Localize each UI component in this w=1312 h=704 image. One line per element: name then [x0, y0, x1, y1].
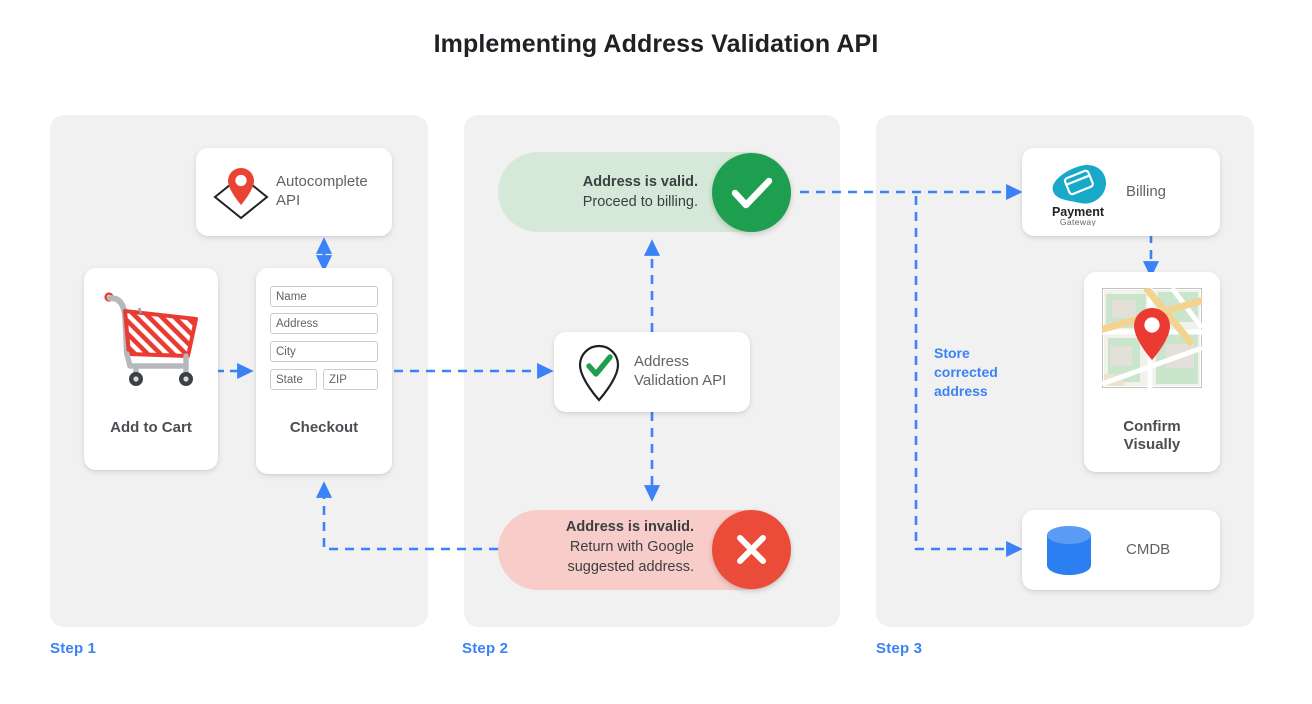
- add-to-cart-label: Add to Cart: [110, 419, 192, 436]
- pin-check-icon: [570, 342, 628, 404]
- address-invalid-text: Address is invalid. Return with Google s…: [488, 517, 694, 577]
- payment-logo-line2: Gateway: [1060, 217, 1097, 226]
- address-validation-api-card[interactable]: Address Validation API: [554, 332, 750, 412]
- city-field[interactable]: City: [270, 341, 378, 362]
- map-pin-diamond-icon: [210, 162, 272, 222]
- address-field[interactable]: Address: [270, 313, 378, 334]
- confirm-visually-label: Confirm Visually: [1123, 418, 1181, 453]
- payment-gateway-icon: Payment Gateway: [1036, 160, 1120, 226]
- billing-label: Billing: [1126, 183, 1167, 200]
- store-corrected-address-annotation: Store corrected address: [934, 345, 998, 399]
- cmdb-label: CMDB: [1126, 541, 1171, 558]
- shopping-cart-icon: [100, 284, 202, 388]
- zip-field[interactable]: ZIP: [323, 369, 378, 390]
- map-thumbnail-icon: [1102, 288, 1202, 388]
- billing-card[interactable]: Payment Gateway Billing: [1022, 148, 1220, 236]
- cmdb-card[interactable]: CMDB: [1022, 510, 1220, 590]
- state-field[interactable]: State: [270, 369, 317, 390]
- add-to-cart-card[interactable]: Add to Cart: [84, 268, 218, 470]
- step-2-label: Step 2: [462, 640, 509, 657]
- address-validation-api-label: Address Validation API: [634, 353, 727, 389]
- address-valid-text: Address is valid. Proceed to billing.: [498, 172, 698, 212]
- address-invalid-line3: suggested address.: [567, 559, 694, 575]
- checkout-label: Checkout: [289, 419, 359, 436]
- address-valid-line1: Address is valid.: [582, 174, 698, 190]
- autocomplete-api-card[interactable]: Autocomplete API: [196, 148, 392, 236]
- check-icon: [731, 177, 773, 209]
- address-invalid-line1: Address is invalid.: [565, 519, 694, 535]
- invalid-close-badge: [712, 510, 791, 589]
- name-field[interactable]: Name: [270, 286, 378, 307]
- step-1-label: Step 1: [50, 640, 97, 657]
- step-3-label: Step 3: [876, 640, 923, 657]
- close-icon: [737, 535, 766, 564]
- confirm-visually-card[interactable]: Confirm Visually: [1084, 272, 1220, 472]
- autocomplete-api-label: Autocomplete API: [276, 173, 368, 209]
- address-invalid-line2: Return with Google: [569, 539, 694, 555]
- payment-logo-line1: Payment: [1052, 205, 1105, 219]
- database-icon: [1044, 523, 1096, 579]
- address-valid-line2: Proceed to billing.: [582, 194, 698, 210]
- checkout-card[interactable]: Name Address City State ZIP Checkout: [256, 268, 392, 474]
- valid-check-badge: [712, 153, 791, 232]
- page-title: Implementing Address Validation API: [433, 30, 879, 58]
